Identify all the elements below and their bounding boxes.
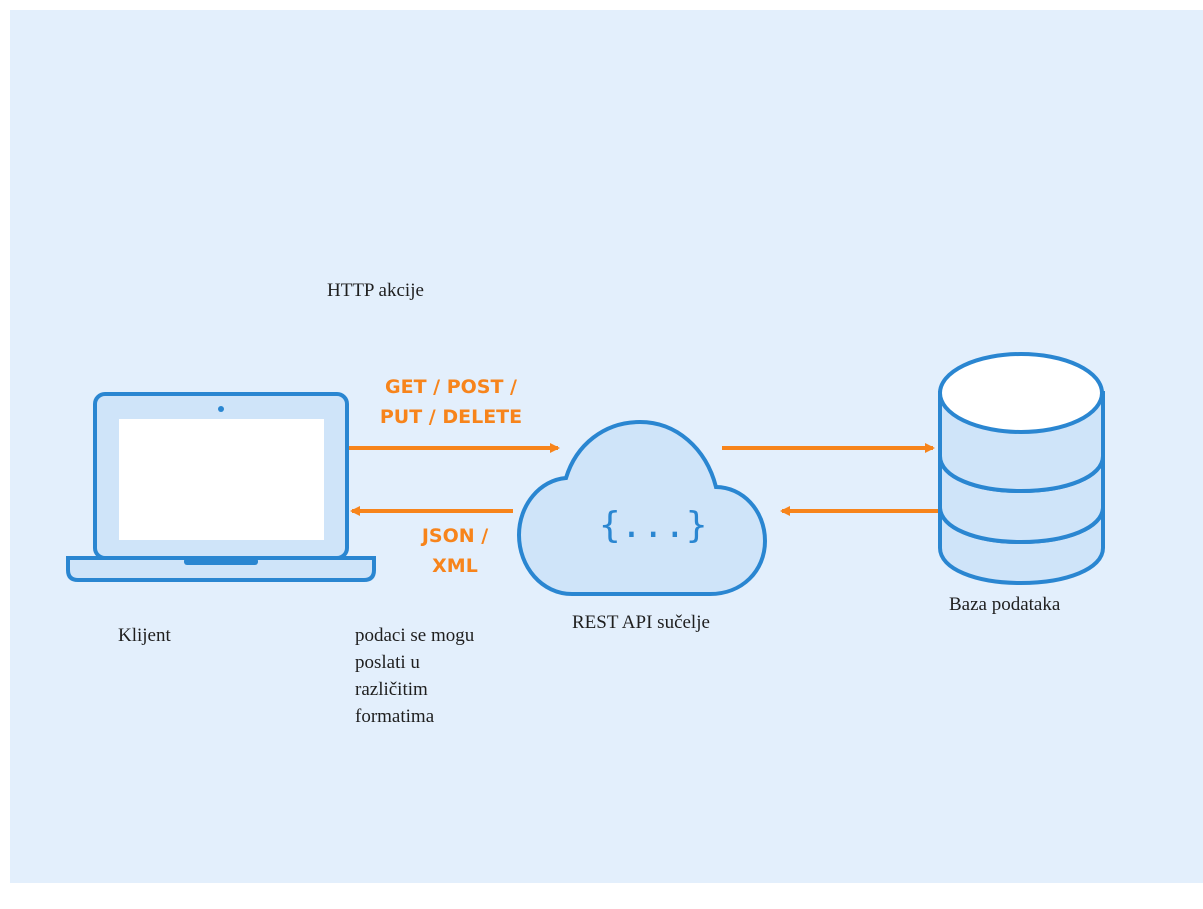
formats-note-line-2: poslati u <box>355 652 420 673</box>
http-actions-label: HTTP akcije <box>327 280 424 301</box>
request-methods-line-1: GET / POST / <box>385 376 517 398</box>
database-icon <box>938 352 1105 586</box>
request-methods-label: GET / POST / PUT / DELETE <box>368 372 534 432</box>
formats-note-line-3: različitim <box>355 679 428 700</box>
response-formats-line-1: JSON / <box>421 525 489 547</box>
laptop-icon <box>66 392 376 582</box>
database-label: Baza podataka <box>949 594 1061 615</box>
response-formats-line-2: XML <box>432 555 478 577</box>
client-label: Klijent <box>118 625 171 646</box>
cloud-icon <box>516 419 768 596</box>
formats-note: podaci se mogu poslati u različitim form… <box>355 622 474 730</box>
rest-api-label: REST API sučelje <box>572 612 710 633</box>
formats-note-line-1: podaci se mogu <box>355 625 475 646</box>
response-formats-label: JSON / XML <box>405 521 505 581</box>
cloud-code-symbol: {...} <box>599 505 708 546</box>
request-methods-line-2: PUT / DELETE <box>379 406 523 428</box>
formats-note-line-4: formatima <box>355 706 435 727</box>
